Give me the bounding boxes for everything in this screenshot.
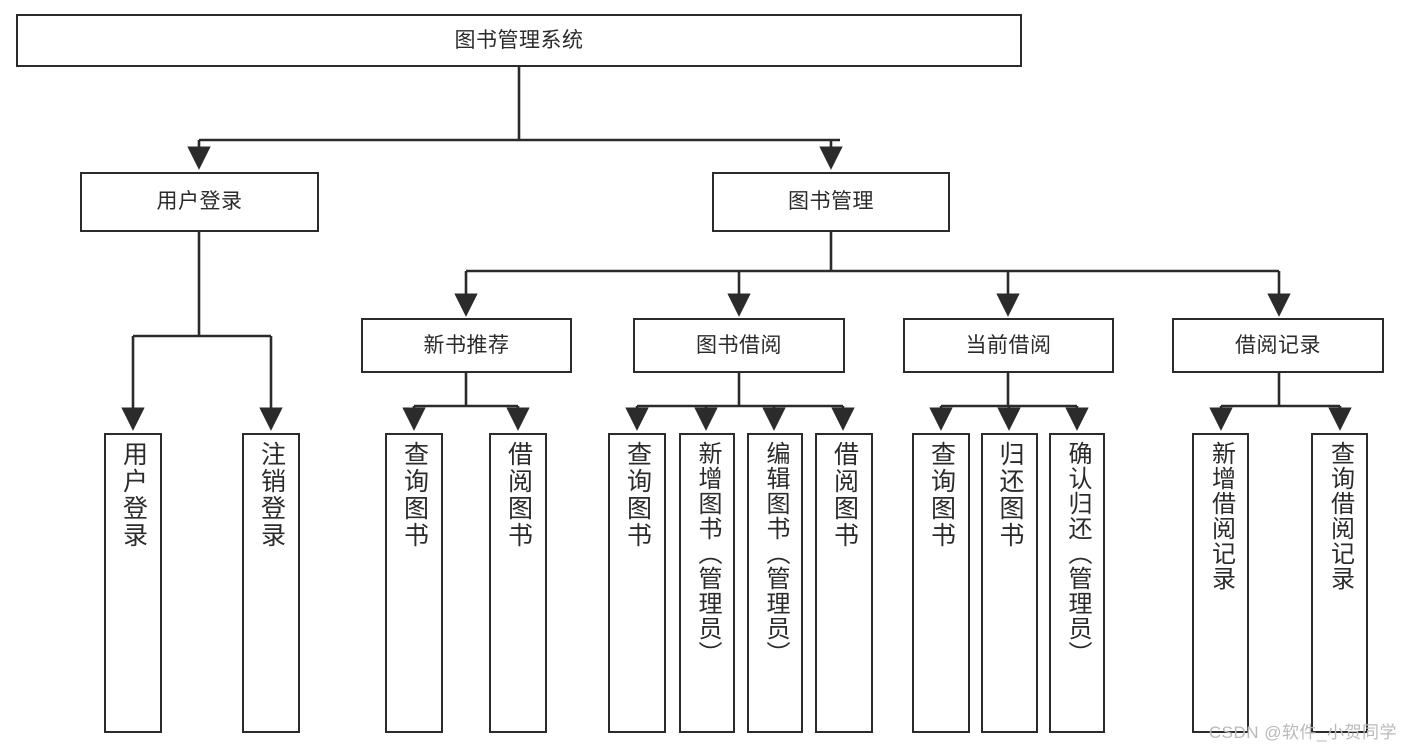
node-leaf-query-book-3-label: 查询图书 xyxy=(927,441,956,549)
node-leaf-logout-label: 注销登录 xyxy=(257,441,286,549)
watermark-text: CSDN @软件_小贺同学 xyxy=(1208,723,1397,742)
node-leaf-query-record[interactable]: 查询借阅记录 xyxy=(1311,433,1368,733)
node-leaf-confirm-return-label: 确认归还（管理员） xyxy=(1064,441,1091,666)
node-leaf-borrow-book-2-label: 借阅图书 xyxy=(830,441,859,549)
node-book-manage[interactable]: 图书管理 xyxy=(712,172,950,232)
node-leaf-logout[interactable]: 注销登录 xyxy=(242,433,300,733)
node-user-login-label: 用户登录 xyxy=(156,190,243,214)
node-leaf-return-book-label: 归还图书 xyxy=(996,441,1024,549)
node-leaf-user-login[interactable]: 用户登录 xyxy=(104,433,162,733)
node-leaf-return-book[interactable]: 归还图书 xyxy=(981,433,1038,733)
node-current-borrow[interactable]: 当前借阅 xyxy=(903,318,1114,373)
node-book-borrow-label: 图书借阅 xyxy=(696,333,782,357)
node-leaf-query-book-3[interactable]: 查询图书 xyxy=(912,433,970,733)
node-book-manage-label: 图书管理 xyxy=(788,190,874,214)
node-leaf-borrow-book-2[interactable]: 借阅图书 xyxy=(815,433,873,733)
node-book-borrow[interactable]: 图书借阅 xyxy=(633,318,845,373)
node-leaf-borrow-book-1-label: 借阅图书 xyxy=(504,441,533,549)
node-leaf-query-book-2[interactable]: 查询图书 xyxy=(608,433,666,733)
node-leaf-add-record-label: 新增借阅记录 xyxy=(1207,441,1235,591)
node-borrow-record-label: 借阅记录 xyxy=(1235,333,1321,357)
node-leaf-user-login-label: 用户登录 xyxy=(119,441,148,549)
node-borrow-record[interactable]: 借阅记录 xyxy=(1172,318,1384,373)
node-user-login[interactable]: 用户登录 xyxy=(80,172,319,232)
node-root-label: 图书管理系统 xyxy=(454,28,584,52)
node-leaf-query-record-label: 查询借阅记录 xyxy=(1326,441,1354,591)
node-leaf-add-record[interactable]: 新增借阅记录 xyxy=(1192,433,1249,733)
node-root[interactable]: 图书管理系统 xyxy=(16,14,1022,67)
node-leaf-confirm-return[interactable]: 确认归还（管理员） xyxy=(1049,433,1105,733)
node-leaf-edit-book-label: 编辑图书（管理员） xyxy=(762,441,789,666)
node-leaf-query-book-1[interactable]: 查询图书 xyxy=(385,433,443,733)
node-new-book-recommend[interactable]: 新书推荐 xyxy=(361,318,572,373)
node-leaf-query-book-1-label: 查询图书 xyxy=(400,441,429,549)
node-leaf-query-book-2-label: 查询图书 xyxy=(623,441,652,549)
node-leaf-add-book[interactable]: 新增图书（管理员） xyxy=(679,433,735,733)
node-leaf-add-book-label: 新增图书（管理员） xyxy=(694,441,721,666)
node-leaf-borrow-book-1[interactable]: 借阅图书 xyxy=(489,433,547,733)
node-new-book-recommend-label: 新书推荐 xyxy=(423,333,510,357)
node-leaf-edit-book[interactable]: 编辑图书（管理员） xyxy=(747,433,803,733)
node-current-borrow-label: 当前借阅 xyxy=(965,333,1052,357)
